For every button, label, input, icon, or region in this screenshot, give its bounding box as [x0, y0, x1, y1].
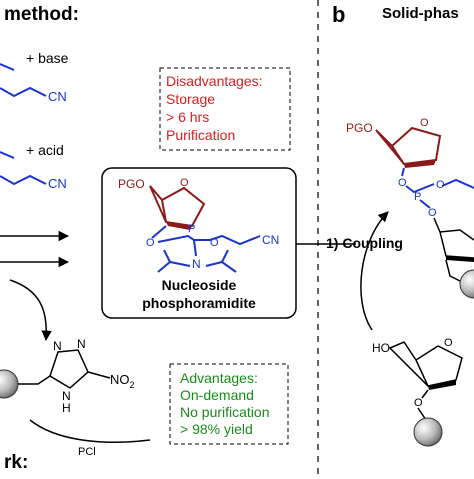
- advantages-title: Advantages:: [180, 370, 258, 386]
- tetrazole-linker: [18, 375, 51, 385]
- start-o-label: O: [414, 397, 423, 409]
- panel-b-letter: b: [332, 2, 345, 27]
- start-ho-label: HO: [372, 341, 390, 355]
- product-p-label: P: [414, 191, 421, 203]
- product-o2-label: O: [436, 179, 445, 191]
- center-pgo-label: PGO: [118, 177, 145, 191]
- product-solid-support-bead: [459, 269, 474, 299]
- nitro-label: NO2: [110, 372, 135, 390]
- center-sugar-wedge: [166, 222, 192, 230]
- tetrazole-ring: [49, 349, 89, 389]
- left-solid-support-bead: [0, 369, 19, 399]
- tetrazole-nh: H: [62, 401, 71, 415]
- center-n-label: N: [192, 257, 201, 271]
- product-o3-label: O: [428, 207, 437, 219]
- center-p-label: P: [188, 223, 195, 235]
- pcl-curved-arrow: [29, 419, 151, 443]
- acid-reagent-chain: [0, 151, 47, 186]
- pcl-label: PCl: [78, 446, 96, 458]
- product-bottom-sugar-ring: [433, 217, 474, 259]
- advantage-item-1: On-demand: [180, 387, 254, 403]
- center-cn-label: CN: [262, 233, 279, 247]
- center-o2-label: O: [210, 237, 219, 249]
- product-top-sugar-wedge: [404, 160, 436, 168]
- disadvantage-item-3: Purification: [166, 127, 235, 143]
- acid-reagent-label: + acid: [26, 142, 64, 158]
- product-top-sugar-ring: [375, 126, 442, 166]
- tetrazole-n1: N: [53, 339, 62, 353]
- center-phosphoramidite-bonds: [151, 225, 261, 257]
- activator-curved-arrow: [9, 279, 52, 342]
- advantage-item-2: No purification: [180, 404, 270, 420]
- advantages-box: [169, 363, 289, 445]
- center-sugar-ring: [149, 185, 206, 228]
- disadvantage-item-2: > 6 hrs: [166, 109, 209, 125]
- tetrazole-n3: N: [62, 389, 71, 403]
- coupling-step-label: 1) Coupling: [326, 235, 403, 251]
- advantage-item-3: > 98% yield: [180, 421, 253, 437]
- molecule-name-line2: phosphoramidite: [142, 295, 256, 311]
- product-phosphite-bonds: [401, 167, 474, 209]
- start-solid-support-bead: [413, 417, 443, 447]
- panel-b-heading: Solid-phas: [382, 5, 459, 22]
- start-sugar-wedge: [428, 380, 456, 390]
- product-support-linker: [445, 259, 463, 283]
- panel-a-bottom-heading: rk:: [4, 452, 28, 473]
- panel-a-heading: method:: [4, 4, 79, 25]
- product-bottom-sugar-wedge: [446, 256, 474, 262]
- molecule-name-line1: Nucleoside: [162, 277, 237, 293]
- center-ring-oxygen: O: [180, 177, 189, 189]
- product-pgo-label: PGO: [346, 121, 373, 135]
- base-reagent-chain: [0, 63, 47, 98]
- disadvantages-title: Disadvantages:: [166, 73, 263, 89]
- disadvantages-box: [159, 67, 291, 151]
- start-sugar-ring: [388, 341, 463, 387]
- acid-cn-label: CN: [48, 176, 67, 191]
- phosphoramidite-box: [101, 167, 297, 319]
- start-ring-oxygen: O: [444, 337, 453, 349]
- product-o-label: O: [398, 177, 407, 189]
- product-ring-oxygen: O: [420, 117, 429, 129]
- tetrazole-n2: N: [77, 337, 86, 351]
- coupling-curved-arrow: [360, 211, 389, 331]
- base-reagent-label: + base: [26, 50, 69, 66]
- center-o-label: O: [146, 237, 155, 249]
- disadvantage-item-1: Storage: [166, 91, 215, 107]
- base-cn-label: CN: [48, 89, 67, 104]
- nitro-bond: [87, 371, 111, 379]
- center-isopropyl-groups: [157, 249, 237, 273]
